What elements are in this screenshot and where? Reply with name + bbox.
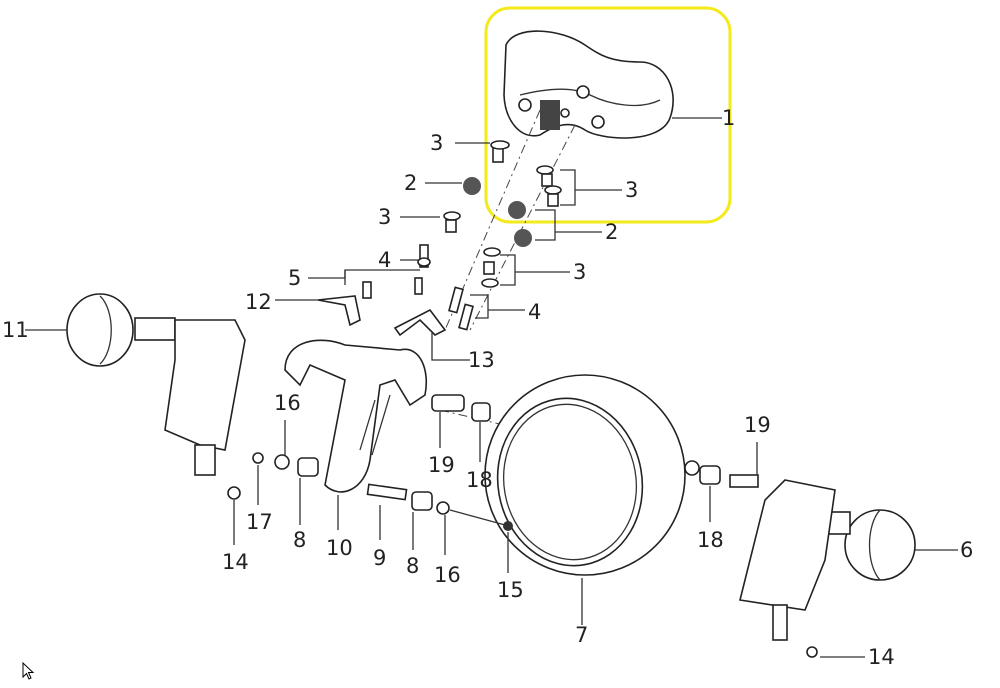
callout-8: 8 <box>293 528 307 552</box>
callout-14: 14 <box>222 550 249 574</box>
callout-14: 14 <box>868 645 895 669</box>
bracket-10 <box>284 339 427 493</box>
callout-1: 1 <box>722 106 736 130</box>
turn-signal-left <box>25 293 246 500</box>
callout-9: 9 <box>373 546 387 570</box>
callout-3: 3 <box>625 178 639 202</box>
callout-3: 3 <box>573 260 587 284</box>
callout-18: 18 <box>697 528 724 552</box>
callout-19: 19 <box>744 413 771 437</box>
callout-19: 19 <box>428 453 455 477</box>
callout-7: 7 <box>575 623 589 647</box>
callout-5: 5 <box>288 266 302 290</box>
headlight <box>484 374 700 625</box>
callout-15: 15 <box>497 578 524 602</box>
callout-4: 4 <box>528 300 542 324</box>
instrument-cluster <box>503 30 722 139</box>
turn-signal-right <box>739 479 958 658</box>
callout-3: 3 <box>430 131 444 155</box>
callout-18: 18 <box>466 468 493 492</box>
callout-2: 2 <box>605 220 619 244</box>
callout-16: 16 <box>434 563 461 587</box>
callout-3: 3 <box>378 205 392 229</box>
highlight-box <box>484 6 732 224</box>
callout-4: 4 <box>378 248 392 272</box>
callout-13: 13 <box>468 348 495 372</box>
callout-11: 11 <box>2 318 29 342</box>
callout-16: 16 <box>274 391 301 415</box>
mouse-cursor-icon <box>22 662 35 680</box>
callout-8: 8 <box>406 554 420 578</box>
fasteners <box>362 140 562 331</box>
callout-17: 17 <box>246 510 273 534</box>
callout-6: 6 <box>960 538 974 562</box>
callout-2: 2 <box>404 171 418 195</box>
small-parts <box>233 394 759 573</box>
callout-12: 12 <box>245 290 272 314</box>
callout-10: 10 <box>326 536 353 560</box>
